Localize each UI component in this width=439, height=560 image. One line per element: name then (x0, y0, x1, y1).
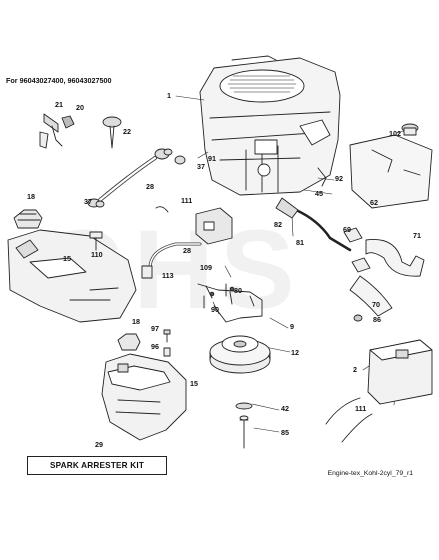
callout-111b[interactable]: 111 (355, 404, 367, 413)
callout-97[interactable]: 97 (151, 324, 159, 333)
callout-18b[interactable]: 18 (132, 317, 140, 326)
diagram-reference: Engine-tex_Kohl-2cyl_79_r1 (327, 470, 413, 477)
callout-42[interactable]: 42 (281, 404, 289, 413)
callout-28b[interactable]: 28 (183, 246, 191, 255)
callout-91[interactable]: 91 (208, 154, 216, 163)
callout-80[interactable]: 80 (234, 286, 242, 295)
muffler-illustration (367, 339, 433, 405)
callout-82[interactable]: 82 (274, 220, 282, 229)
callout-110[interactable]: 110 (91, 250, 103, 259)
tank-cap-illustration (13, 209, 43, 229)
callout-1[interactable]: 1 (167, 91, 171, 100)
callout-92[interactable]: 92 (335, 174, 343, 183)
fuel-tank-illustration (7, 229, 137, 323)
pulley-illustration (209, 335, 271, 374)
callout-111[interactable]: 111 (181, 196, 193, 205)
callout-109[interactable]: 109 (200, 263, 212, 272)
callout-45[interactable]: 45 (315, 189, 323, 198)
callout-70[interactable]: 70 (372, 300, 380, 309)
callout-71[interactable]: 71 (413, 231, 421, 240)
callout-102[interactable]: 102 (389, 129, 401, 138)
module-illustration (195, 207, 233, 245)
callout-12[interactable]: 12 (291, 348, 299, 357)
ignition-switch-illustration (39, 113, 75, 149)
callout-9[interactable]: 9 (290, 322, 294, 331)
engine-illustration (199, 55, 341, 196)
lower-fuel-tank-illustration (101, 353, 187, 441)
callout-37b[interactable]: 37 (84, 197, 92, 206)
knob-illustration (102, 116, 122, 149)
callout-18[interactable]: 18 (27, 192, 35, 201)
callout-85[interactable]: 85 (281, 428, 289, 437)
callout-28[interactable]: 28 (146, 182, 154, 191)
callout-62[interactable]: 62 (370, 198, 378, 207)
callout-21[interactable]: 21 (55, 100, 63, 109)
callout-86[interactable]: 86 (373, 315, 381, 324)
callout-113[interactable]: 113 (162, 271, 174, 280)
spark-arrester-kit-label[interactable]: SPARK ARRESTER KIT (27, 456, 167, 475)
callout-20[interactable]: 20 (76, 103, 84, 112)
cap-illustration (401, 123, 419, 136)
heat-shield-plate (349, 134, 433, 209)
callout-69[interactable]: 69 (343, 225, 351, 234)
callout-2[interactable]: 2 (353, 365, 357, 374)
callout-81[interactable]: 81 (296, 238, 304, 247)
callout-96[interactable]: 96 (151, 342, 159, 351)
model-numbers-text: For 96043027400, 96043027500 (6, 76, 112, 85)
callout-22[interactable]: 22 (123, 127, 131, 136)
callout-90[interactable]: 90 (211, 305, 219, 314)
callout-15b[interactable]: 15 (190, 379, 198, 388)
callout-15[interactable]: 15 (63, 254, 71, 263)
callout-37[interactable]: 37 (197, 162, 205, 171)
callout-29[interactable]: 29 (95, 440, 103, 449)
